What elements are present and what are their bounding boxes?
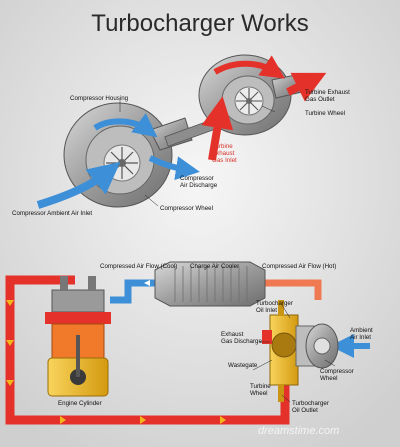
turbocharger-shape <box>262 300 339 402</box>
label-compressor-wheel-bottom: Compressor Wheel <box>320 368 354 382</box>
turbocharger-illustration <box>36 54 327 209</box>
cool-air-pipe <box>110 279 155 304</box>
watermark: dreamstime.com <box>258 425 340 437</box>
exhaust-inlet-arrow <box>201 96 234 161</box>
label-wastegate: Wastegate <box>228 362 258 369</box>
discharge-arrow <box>148 155 200 181</box>
page-title: Turbocharger Works <box>91 10 309 37</box>
label-turbine-wheel-bottom: Turbine Wheel <box>250 383 271 397</box>
ambient-air-arrow <box>36 161 121 209</box>
label-ambient-air-inlet: Ambient Air Inlet <box>350 327 373 341</box>
engine-cylinder-shape <box>45 276 111 397</box>
label-turbine-exhaust-gas-outlet: Turbine Exhaust Gas Outlet <box>305 89 350 103</box>
label-charge-air-cooler: Charge Air Cooler <box>190 263 240 270</box>
label-compressor-ambient-air-inlet: Compressor Ambient Air Inlet <box>12 210 93 217</box>
label-compressor-wheel-top: Compressor Wheel <box>160 205 213 212</box>
engine-system-illustration <box>5 261 370 425</box>
housing-swirl-arrow <box>93 113 158 138</box>
label-turbocharger-oil-outlet: Turbocharger Oil Outlet <box>292 400 329 414</box>
exhaust-pipe <box>5 275 290 425</box>
label-compressor-air-discharge: Compressor Air Discharge <box>180 175 218 189</box>
label-compressed-air-flow-hot: Compressed Air Flow (Hot) <box>262 263 337 270</box>
turbine-swirl-arrow <box>213 55 285 79</box>
hot-air-pipe <box>262 279 322 300</box>
label-compressed-air-flow-cool: Compressed Air Flow (Cool) <box>100 263 178 270</box>
label-compressor-housing: Compressor Housing <box>70 95 129 102</box>
label-turbine-exhaust-gas-inlet: Turbine Exhaust Gas Inlet <box>212 143 237 164</box>
charge-air-cooler-shape <box>154 261 266 307</box>
label-exhaust-gas-discharge: Exhaust Gas Discharge <box>221 331 262 345</box>
exhaust-outlet-arrow <box>286 72 327 102</box>
label-turbocharger-oil-inlet: Turbocharger Oil Inlet <box>256 300 293 314</box>
label-turbine-wheel-top: Turbine Wheel <box>305 110 346 117</box>
label-engine-cylinder: Engine Cylinder <box>58 400 102 407</box>
